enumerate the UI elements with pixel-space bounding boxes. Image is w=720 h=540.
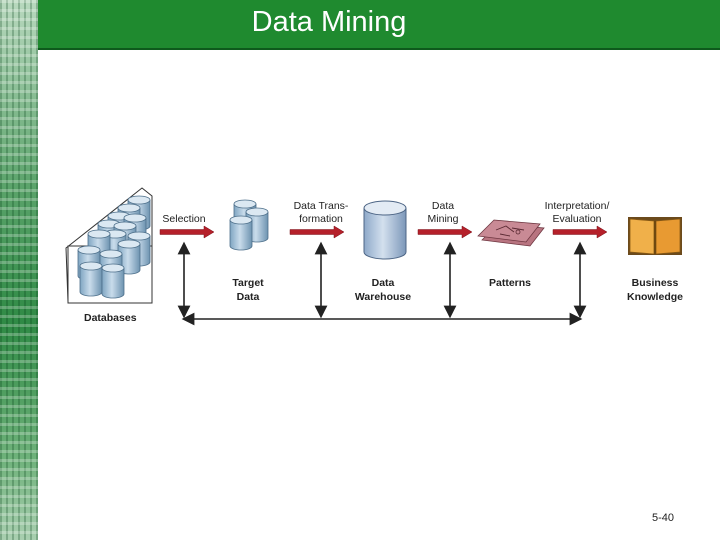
- selection-label: Selection: [162, 213, 205, 225]
- mining-label-line2: Mining: [428, 213, 459, 225]
- mining-arrow: [417, 225, 473, 239]
- databases-stack: [65, 187, 153, 304]
- knowledge-label-line2: Knowledge: [627, 291, 683, 303]
- knowledge-label-line1: Business: [632, 277, 679, 289]
- slide-number: 5-40: [652, 512, 675, 524]
- interpretation-label-line1: Interpretation/: [545, 200, 610, 212]
- transformation-label-line1: Data Trans-: [294, 200, 349, 212]
- title-bar: Data Mining: [38, 0, 720, 50]
- interpretation-arrow: [552, 225, 608, 239]
- target-data-label-line1: Target: [232, 277, 264, 289]
- book-icon: [628, 217, 682, 255]
- data-warehouse-icon: [363, 200, 407, 260]
- decorative-side-strip: [0, 0, 38, 540]
- transformation-label-line2: formation: [299, 213, 343, 225]
- slide-title: Data Mining: [251, 6, 407, 38]
- target-data-label-line2: Data: [237, 291, 260, 303]
- patterns-label: Patterns: [489, 277, 531, 289]
- patterns-icon: [477, 219, 545, 247]
- selection-arrow: [159, 225, 215, 239]
- target-data-icon: [229, 199, 269, 251]
- interpretation-label-line2: Evaluation: [552, 213, 601, 225]
- transformation-arrow: [289, 225, 345, 239]
- databases-label: Databases: [84, 312, 137, 324]
- mining-label-line1: Data: [432, 200, 454, 212]
- warehouse-label-line1: Data: [372, 277, 395, 289]
- warehouse-label-line2: Warehouse: [355, 291, 411, 303]
